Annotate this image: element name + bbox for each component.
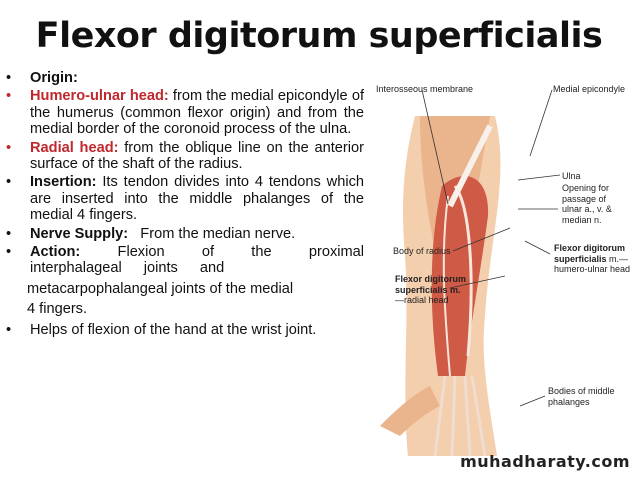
- label-interosseous-membrane: Interosseous membrane: [376, 84, 474, 94]
- forearm-anatomy-figure: Interosseous membrane Medial epicondyle …: [370, 76, 638, 456]
- forearm-illustration: [380, 89, 561, 456]
- label-bold: Flexor digitorum superficialis: [554, 243, 626, 264]
- bullet-label: Insertion:: [30, 174, 97, 191]
- label-rest: m.—humero-ulnar head: [554, 253, 631, 275]
- bullet-text: From the median nerve.: [128, 225, 296, 242]
- label-opening: Opening for passage of ulnar a., v. & me…: [562, 183, 612, 225]
- bullet-list: •Origin: •Humero-ulnar head: from the me…: [6, 70, 364, 340]
- slide-title: Flexor digitorum superficialis: [35, 16, 603, 56]
- bullet-action: •Action: Flexion of the proximal interph…: [6, 244, 364, 277]
- bullet-humero-ulnar: •Humero-ulnar head: from the medial epic…: [6, 88, 364, 138]
- label-ulna: Ulna: [562, 171, 581, 181]
- bullet-label: Nerve Supply:: [30, 225, 129, 242]
- bullet-label: Origin:: [30, 70, 78, 86]
- label-bold: Flexor digitorum superficialis m.: [395, 274, 467, 295]
- bullet-text: metacarpophalangeal joints of the medial: [27, 280, 294, 297]
- bullet-label: Humero-ulnar head:: [30, 88, 169, 105]
- bullet-text: from the medial epicondyle of the humeru…: [30, 88, 364, 138]
- bullet-helps: •Helps of flexion of the hand at the wri…: [6, 321, 317, 338]
- watermark: muhadharaty.com: [460, 452, 630, 471]
- label-body-of-radius: Body of radius: [393, 246, 451, 256]
- bullet-text: Its tendon divides into 4 tendons which …: [30, 174, 364, 224]
- bullet-text: from the oblique line on the anterior su…: [30, 139, 364, 173]
- label-medial-epicondyle: Medial epicondyle: [553, 84, 626, 94]
- bullet-origin: •Origin:: [6, 70, 78, 86]
- bullet-action-cont2: 4 fingers.: [6, 301, 364, 317]
- bullet-text: 4 fingers.: [27, 301, 88, 318]
- bullet-nerve-supply: •Nerve Supply: From the median nerve.: [6, 225, 296, 242]
- bullet-label: Action:: [30, 244, 81, 261]
- label-rest: —radial head: [395, 295, 449, 305]
- bullet-insertion: •Insertion: Its tendon divides into 4 te…: [6, 174, 364, 224]
- bullet-radial-head: •Radial head: from the oblique line on t…: [6, 139, 364, 173]
- bullet-text: Helps of flexion of the hand at the wris…: [30, 321, 317, 338]
- label-fds-humero-ulnar: Flexor digitorum superficialis m.—humero…: [554, 243, 634, 275]
- bullet-label: Radial head:: [30, 139, 119, 156]
- label-bodies-middle-phalanges: Bodies of middle phalanges: [548, 386, 615, 407]
- bullet-action-cont: metacarpophalangeal joints of the medial: [6, 281, 364, 297]
- bullet-text: Flexion of the proximal interphalageal j…: [30, 244, 364, 277]
- label-fds-radial: Flexor digitorum superficialis m.—radial…: [395, 274, 475, 306]
